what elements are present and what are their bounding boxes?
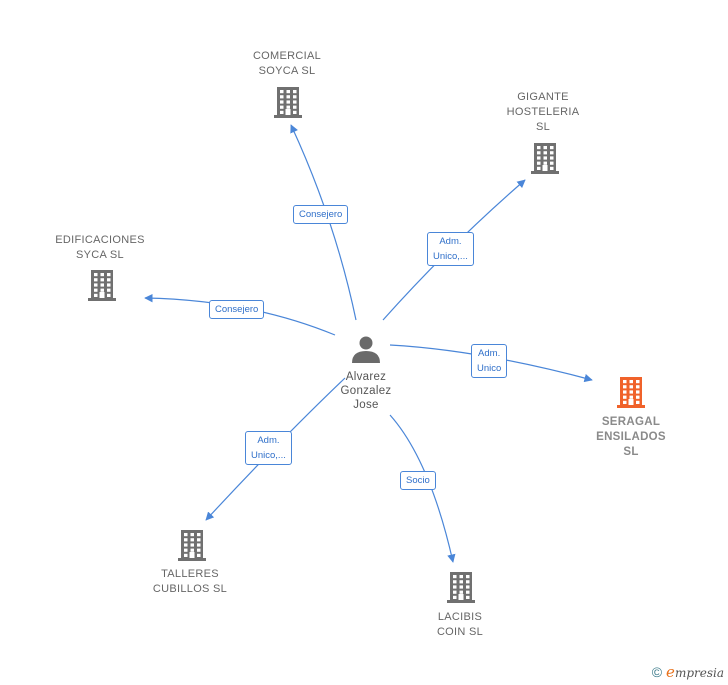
company-name-comercial[interactable]: COMERCIAL SOYCA SL <box>252 50 322 77</box>
footer-brand: © empresia <box>652 663 724 681</box>
company-icon-edificaciones[interactable] <box>88 270 116 301</box>
company-icon-seragal[interactable] <box>617 377 645 408</box>
company-name-lacibis[interactable]: LACIBIS COIN SL <box>436 611 484 638</box>
company-name-talleres[interactable]: TALLERES CUBILLOS SL <box>152 568 228 595</box>
relation-label-comercial[interactable]: Consejero <box>293 205 349 224</box>
person-icon[interactable] <box>352 336 380 364</box>
copyright-icon: © <box>651 664 663 680</box>
company-name-seragal[interactable]: SERAGAL ENSILADOS SL <box>596 416 666 458</box>
relation-label-gigante[interactable]: Adm. Unico,... <box>427 232 474 266</box>
relation-label-talleres[interactable]: Adm. Unico,... <box>245 431 292 465</box>
company-icon-talleres[interactable] <box>178 530 206 561</box>
company-icon-gigante[interactable] <box>531 143 559 174</box>
company-icon-lacibis[interactable] <box>447 572 475 603</box>
relation-label-seragal[interactable]: Adm. Unico <box>471 344 508 378</box>
center-person-name[interactable]: Alvarez Gonzalez Jose <box>340 371 392 411</box>
relation-label-lacibis[interactable]: Socio <box>400 471 436 490</box>
brand-logo: empresia <box>666 663 724 681</box>
company-icon-comercial[interactable] <box>274 87 302 118</box>
relation-label-edificaciones[interactable]: Consejero <box>209 300 265 319</box>
company-name-gigante[interactable]: GIGANTE HOSTELERIA SL <box>506 91 580 133</box>
company-name-edificaciones[interactable]: EDIFICACIONES SYCA SL <box>55 234 145 261</box>
